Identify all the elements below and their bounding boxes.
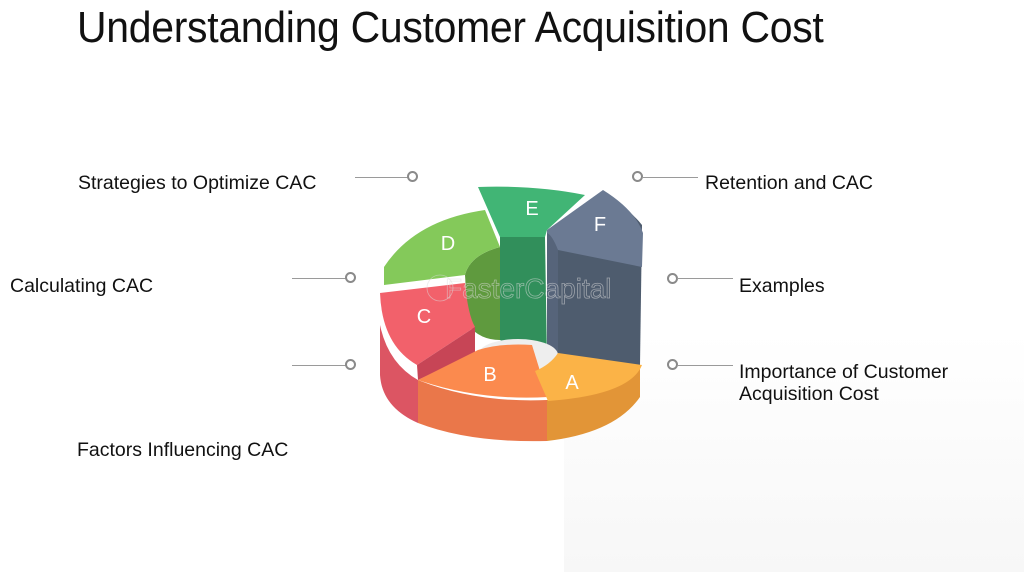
segment-c-inner	[417, 327, 475, 380]
label-calculating: Calculating CAC	[10, 275, 154, 297]
donut-diagram: FasterCapital A B C D E F	[380, 186, 643, 442]
segment-d-inner	[465, 247, 500, 340]
connector-dot	[632, 171, 643, 182]
connector-line	[677, 365, 733, 366]
segment-f-top	[547, 190, 643, 267]
label-importance: Importance of Customer Acquisition Cost	[739, 361, 949, 405]
connector-line	[677, 278, 733, 279]
watermark-text: FasterCapital	[445, 273, 612, 304]
segment-e-letter: E	[525, 198, 538, 220]
segment-d-top	[384, 210, 500, 285]
connector-dot	[667, 359, 678, 370]
segment-b-top	[418, 344, 548, 398]
segment-b-side	[418, 380, 547, 442]
connector-dot	[345, 359, 356, 370]
connector-dot	[345, 272, 356, 283]
segment-c-side	[380, 287, 418, 423]
label-examples: Examples	[739, 275, 825, 297]
segment-a-letter: A	[565, 372, 579, 394]
segment-f-inner	[547, 233, 558, 365]
segment-e-top	[478, 186, 585, 237]
label-strategies: Strategies to Optimize CAC	[78, 172, 317, 194]
segment-c-top	[380, 283, 475, 365]
connector-line	[292, 365, 346, 366]
segment-f-letter: F	[594, 214, 606, 236]
label-retention: Retention and CAC	[705, 172, 874, 194]
segment-c-letter: C	[417, 306, 431, 328]
background-gradient	[564, 332, 1024, 572]
connector-line	[355, 177, 409, 178]
segment-a-top	[535, 353, 642, 401]
segment-d-letter: D	[441, 233, 455, 255]
connector-line	[642, 177, 698, 178]
segment-a-side	[547, 365, 640, 441]
watermark-gear-icon	[426, 274, 454, 302]
segment-b-letter: B	[483, 364, 496, 386]
connector-dot	[407, 171, 418, 182]
connector-line	[292, 278, 346, 279]
label-factors: Factors Influencing CAC	[77, 439, 289, 461]
segment-e-inner	[500, 237, 547, 360]
page-title: Understanding Customer Acquisition Cost	[77, 3, 824, 52]
